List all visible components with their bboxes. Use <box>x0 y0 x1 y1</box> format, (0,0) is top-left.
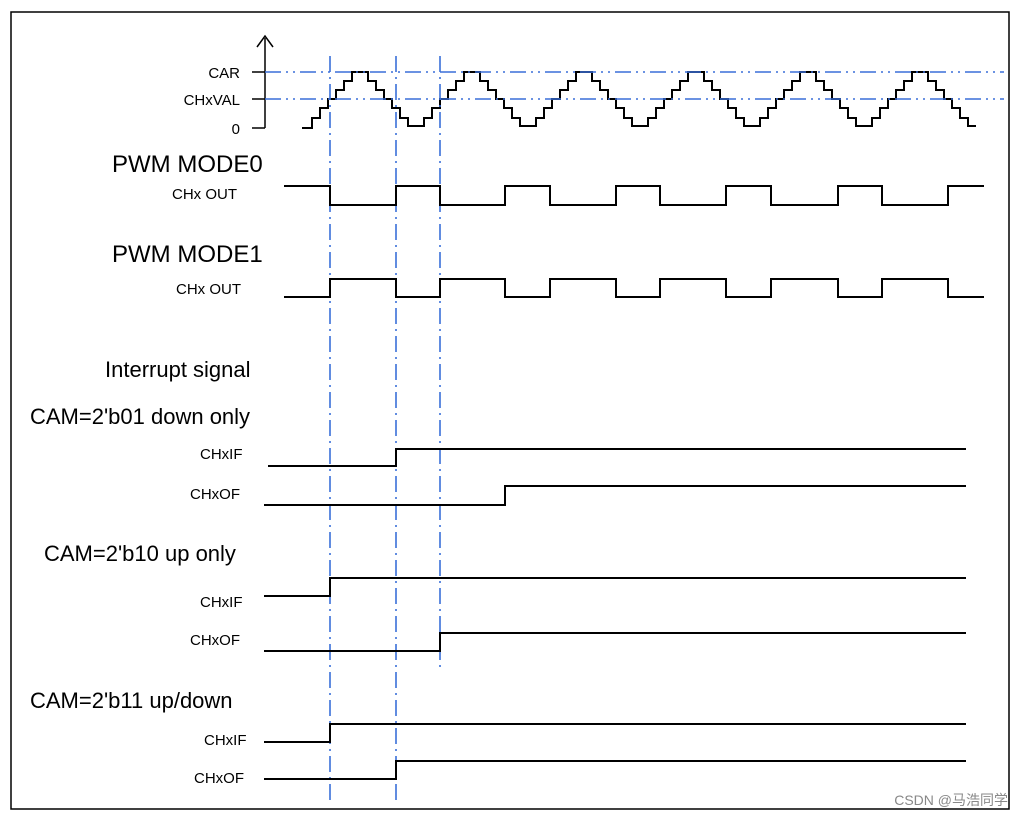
diagram-frame <box>10 11 1010 810</box>
pwm-mode1-title: PWM MODE1 <box>112 241 263 268</box>
cam10-chxof-label: CHxOF <box>190 632 240 649</box>
pwm-mode0-signal-label: CHx OUT <box>172 186 237 203</box>
interrupt-signal-title: Interrupt signal <box>105 357 251 382</box>
cam01-chxof-waveform <box>264 485 966 506</box>
cam01-chxif-label: CHxIF <box>200 446 243 463</box>
counter-axis: CAR CHxVAL 0 <box>184 34 274 138</box>
cam11-chxof-waveform <box>264 760 966 780</box>
pwm-mode0-waveform <box>284 185 984 206</box>
cam01-chxif-waveform <box>268 448 966 467</box>
cam10-chxof-waveform <box>264 632 966 652</box>
csdn-watermark: CSDN @马浩同学 <box>894 792 1008 808</box>
pwm-mode1-signal-label: CHx OUT <box>176 281 241 298</box>
pwm-mode0-title: PWM MODE0 <box>112 151 263 178</box>
cam11-chxof-label: CHxOF <box>194 770 244 787</box>
cam10-chxif-waveform <box>264 577 966 597</box>
pwm-mode1-waveform <box>284 278 984 298</box>
car-label: CAR <box>208 65 240 82</box>
counter-waveform <box>302 71 976 129</box>
counter-y-axis-arrow <box>256 34 274 48</box>
cam10-title: CAM=2'b10 up only <box>44 541 236 566</box>
cam11-chxif-waveform <box>264 723 966 743</box>
cam11-title: CAM=2'b11 up/down <box>30 688 233 713</box>
cam01-title: CAM=2'b01 down only <box>30 404 250 429</box>
cam10-chxif-label: CHxIF <box>200 594 243 611</box>
cam11-chxif-label: CHxIF <box>204 732 247 749</box>
cam01-chxof-label: CHxOF <box>190 486 240 503</box>
zero-label: 0 <box>232 121 240 138</box>
chxval-label: CHxVAL <box>184 92 240 109</box>
